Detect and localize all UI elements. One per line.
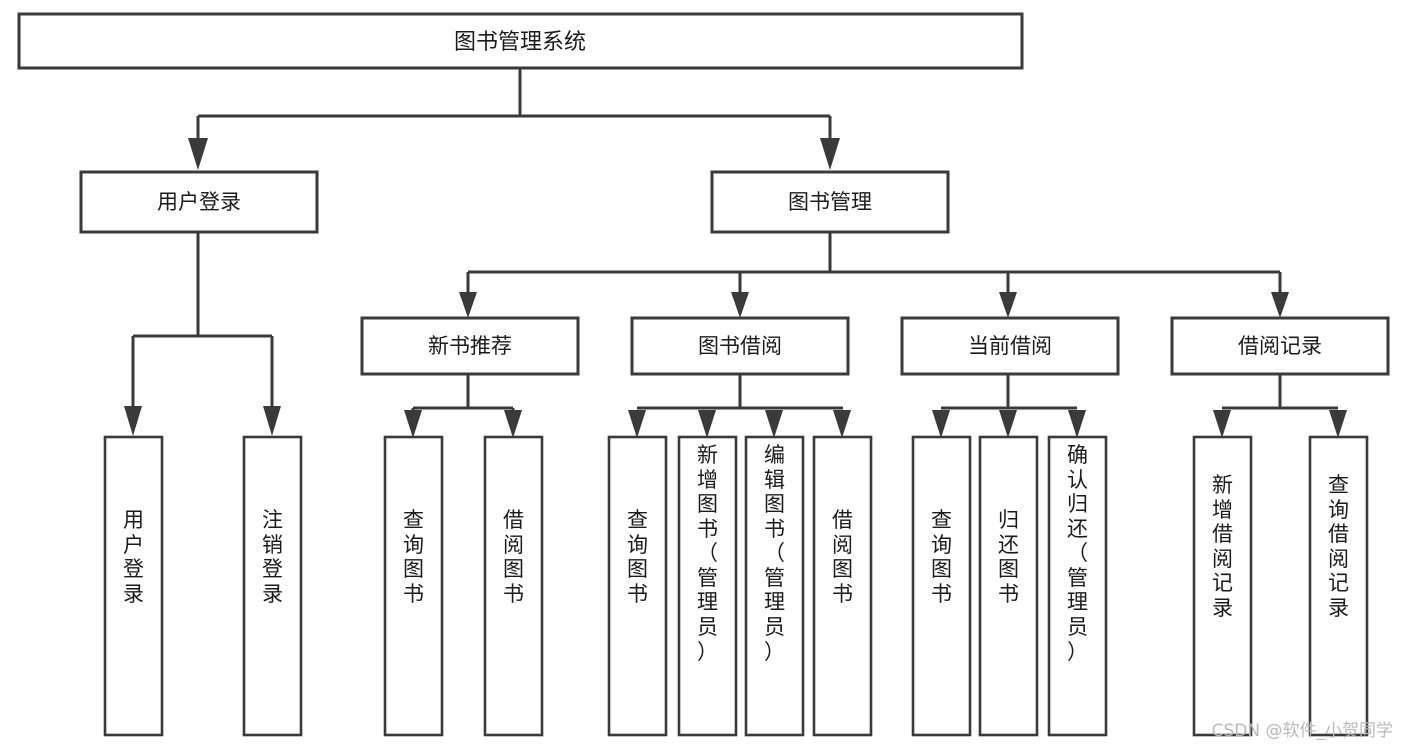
node-borrow-record-box[interactable] [1170, 316, 1390, 376]
node-root-box[interactable] [17, 12, 1024, 70]
arrow-current-borrow-leaf-1 [932, 410, 950, 438]
leaf-box-current-borrow-3[interactable] [1047, 435, 1108, 737]
arrow-book-borrow-leaf-1 [628, 410, 646, 438]
leaf-box-new-book-1[interactable] [383, 435, 444, 737]
arrow-borrow-record-leaf-1 [1213, 410, 1231, 438]
node-user-login-label: 用户登录 [157, 190, 241, 214]
arrow-new-book-leaf-2 [504, 410, 522, 438]
node-new-book-recommend-label: 新书推荐 [428, 334, 512, 358]
arrow-current-borrow-leaf-2 [999, 410, 1017, 438]
node-book-manage-box[interactable] [710, 170, 950, 234]
arrow-book-borrow-leaf-4 [833, 410, 851, 438]
arrow-to-borrow-record [1271, 292, 1289, 318]
arrow-book-borrow-leaf-2 [698, 410, 716, 438]
arrow-to-current-borrow [999, 292, 1017, 318]
connector-layer [124, 68, 1347, 438]
csdn-watermark: CSDN @软件_小贺同学 [1211, 721, 1393, 741]
arrow-current-borrow-leaf-3 [1068, 410, 1086, 438]
leaf-box-current-borrow-1[interactable] [911, 435, 972, 737]
node-user-login-box[interactable] [79, 170, 319, 234]
node-current-borrow-box[interactable] [900, 316, 1120, 376]
leaf-box-book-borrow-1[interactable] [607, 435, 668, 737]
arrow-to-book-manage [820, 138, 840, 170]
node-root-label: 图书管理系统 [454, 30, 586, 55]
arrow-to-new-book-recommend [459, 292, 477, 318]
leaf-box-book-borrow-4[interactable] [812, 435, 873, 737]
node-user-login[interactable]: 用户登录 [79, 170, 319, 234]
node-new-book-recommend[interactable]: 新书推荐 [360, 316, 580, 376]
arrow-user-login-leaf-1 [124, 406, 142, 436]
arrow-new-book-leaf-1 [404, 410, 422, 438]
node-layer: 图书管理系统 用户登录 图书管理 新书推荐 图书借阅 [17, 12, 1390, 737]
arrow-to-book-borrow [731, 292, 749, 318]
leaf-box-user-login-2[interactable] [242, 435, 303, 737]
leaf-box-book-borrow-3[interactable] [744, 435, 805, 737]
arrow-borrow-record-leaf-2 [1329, 410, 1347, 438]
arrow-user-login-leaf-2 [263, 406, 281, 436]
node-borrow-record-label: 借阅记录 [1238, 334, 1322, 358]
leaf-box-book-borrow-2[interactable] [677, 435, 738, 737]
arrow-to-user-login [188, 138, 208, 170]
node-current-borrow-label: 当前借阅 [968, 334, 1052, 358]
node-borrow-record[interactable]: 借阅记录 [1170, 316, 1390, 376]
node-book-manage-label: 图书管理 [788, 190, 872, 214]
node-current-borrow[interactable]: 当前借阅 [900, 316, 1120, 376]
leaf-box-current-borrow-2[interactable] [978, 435, 1039, 737]
node-root[interactable]: 图书管理系统 [17, 12, 1024, 70]
node-book-borrow[interactable]: 图书借阅 [630, 316, 850, 376]
leaf-box-borrow-record-2[interactable] [1308, 435, 1369, 737]
node-book-manage[interactable]: 图书管理 [710, 170, 950, 234]
node-book-borrow-box[interactable] [630, 316, 850, 376]
leaf-box-borrow-record-1[interactable] [1192, 435, 1253, 737]
node-new-book-recommend-box[interactable] [360, 316, 580, 376]
leaf-box-user-login-1[interactable] [103, 435, 164, 737]
leaf-box-new-book-2[interactable] [483, 435, 544, 737]
arrow-book-borrow-leaf-3 [765, 410, 783, 438]
node-book-borrow-label: 图书借阅 [698, 334, 782, 358]
